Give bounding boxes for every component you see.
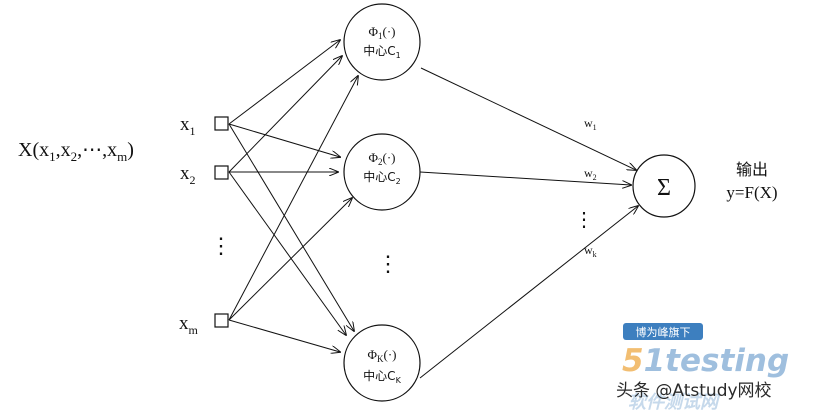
- input-vector-part-3: ,⋯,x: [77, 139, 117, 161]
- input-ellipsis: ⋮: [210, 233, 232, 258]
- edge-h1-sum: [420, 67, 636, 170]
- input-label-xm: xm: [179, 313, 199, 337]
- watermark-tag-badge: [623, 323, 703, 340]
- output-layer: Σ 输出 y=F(X): [632, 154, 778, 218]
- summation-node: [632, 154, 696, 218]
- weights: w1 w2 ⋮ wk: [574, 116, 597, 259]
- edge-x2-h1: [228, 56, 342, 173]
- edge-x1-h1: [228, 40, 340, 125]
- edge-xm-h1: [228, 76, 358, 321]
- hidden-node-2-phi: Φ2(·): [368, 150, 395, 167]
- input-hidden-edges: [228, 40, 358, 352]
- hidden-node-1-center: 中心C1: [363, 43, 400, 60]
- output-label: 输出: [736, 160, 768, 179]
- input-vector-part-4: m: [117, 149, 127, 164]
- input-vector-part-0: 1: [49, 149, 56, 164]
- weight-label-w2: w2: [584, 166, 597, 182]
- edge-xm-h2: [228, 198, 352, 321]
- hidden-node-2: [343, 133, 421, 211]
- edge-x1-hk: [228, 123, 354, 331]
- weight-label-wk: wk: [584, 243, 597, 259]
- hidden-output-edges: [419, 67, 638, 379]
- input-node-xm: [214, 313, 229, 328]
- input-label-x1: x1: [180, 114, 196, 138]
- input-layer: x1 x2 ⋮ xm: [179, 114, 232, 337]
- hidden-node-k-phi: ΦK(·): [367, 347, 396, 364]
- weight-label-w1: w1: [584, 116, 597, 132]
- hidden-ellipsis: ⋮: [377, 251, 399, 276]
- output-formula: y=F(X): [726, 183, 777, 202]
- watermark-subtitle: 软件测试网: [628, 392, 721, 411]
- edge-xm-hk: [228, 319, 340, 352]
- hidden-node-1-phi: Φ1(·): [368, 24, 395, 41]
- input-vector-part-5: ): [127, 139, 134, 161]
- watermark-brand: 51testing: [622, 343, 789, 379]
- hidden-node-k-center: 中心CK: [363, 368, 401, 385]
- hidden-node-1: [343, 3, 421, 81]
- watermark: 博为峰旗下 51testing 软件测试网 头条 @Atstudy网校: [616, 323, 789, 411]
- summation-symbol: Σ: [657, 175, 671, 201]
- input-vector-label: X(x1,x2,⋯,xm): [18, 139, 134, 164]
- edge-x1-h2: [228, 123, 340, 157]
- input-node-x1: [214, 116, 229, 131]
- watermark-credit: 头条 @Atstudy网校: [616, 381, 772, 401]
- edge-hk-sum: [419, 206, 638, 379]
- weight-ellipsis: ⋮: [574, 209, 594, 231]
- hidden-layer: Φ1(·) 中心C1 Φ2(·) 中心C2 ⋮ ΦK(·) 中心CK: [343, 3, 421, 402]
- watermark-tag: 博为峰旗下: [636, 325, 691, 339]
- hidden-node-2-center: 中心C2: [363, 169, 400, 186]
- edge-x2-hk: [228, 171, 346, 335]
- input-node-x2: [214, 165, 229, 180]
- input-vector-part-2: 2: [71, 149, 78, 164]
- hidden-node-k: [343, 324, 421, 402]
- edge-h2-sum: [419, 171, 631, 185]
- input-label-x2: x2: [180, 163, 196, 187]
- input-vector-part-1: ,x: [56, 139, 71, 161]
